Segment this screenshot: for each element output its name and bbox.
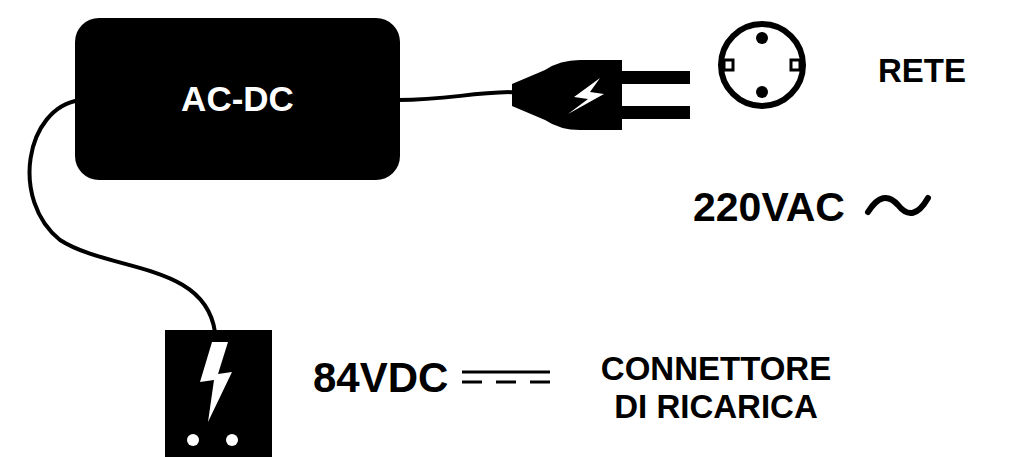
socket: [721, 24, 803, 106]
socket-hole: [756, 86, 768, 98]
plug-lightning: [568, 78, 604, 114]
voltage-label: 220VAC: [693, 184, 845, 231]
voltage-label: 84VDC: [313, 354, 448, 402]
dc-symbol: [462, 381, 550, 384]
socket-hole: [756, 32, 768, 44]
plug-body: [512, 60, 622, 130]
plug-prong: [622, 106, 690, 119]
socket-earth: [791, 60, 800, 70]
network-label: RETE: [878, 52, 966, 90]
connector-pin: [187, 434, 199, 446]
mains-cable: [398, 92, 518, 100]
connector-label: CONNETTORE DI RICARICA: [580, 350, 852, 426]
plug-prong: [622, 71, 690, 84]
dc-symbol: [462, 371, 550, 374]
box-title: AC-DC: [181, 79, 294, 119]
socket-earth: [724, 60, 733, 70]
connector-lightning: [200, 342, 232, 422]
charging-connector: [165, 330, 272, 457]
connector-pin: [226, 434, 238, 446]
converter-box: AC-DC: [75, 18, 400, 180]
ac-symbol: [868, 198, 928, 213]
